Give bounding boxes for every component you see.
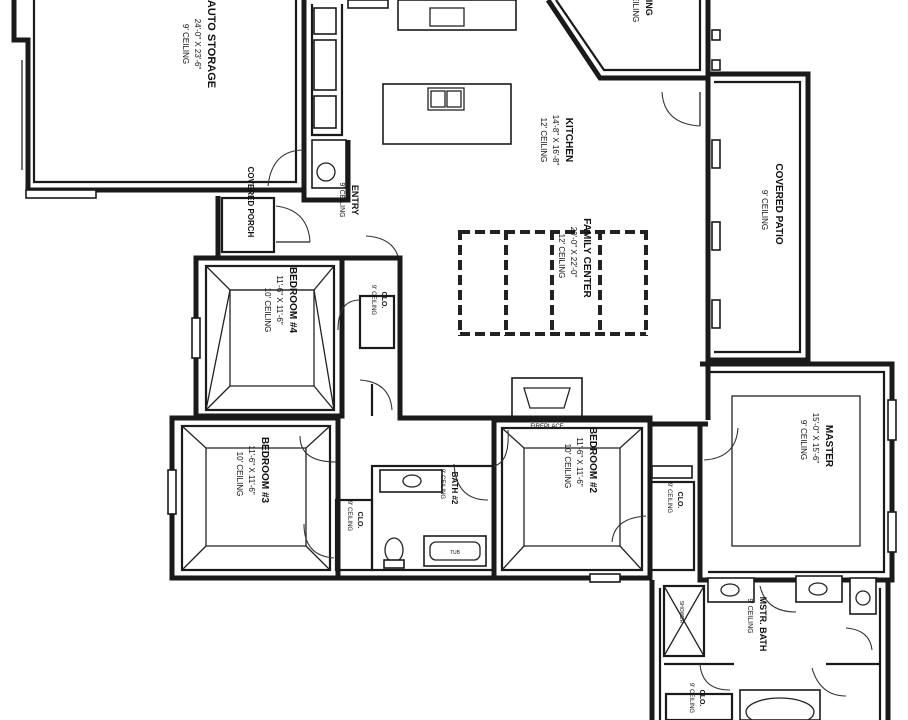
kitchen-size: 14'-8" X 16'-8" bbox=[551, 115, 560, 166]
bath-2-ceiling: 9' CEILING bbox=[439, 469, 445, 499]
auto-storage-ceiling: 9' CEILING bbox=[181, 24, 190, 64]
covered-patio-ceiling: 9' CEILING bbox=[760, 190, 769, 230]
closet-a-label: CLO. bbox=[380, 292, 387, 309]
master-ceiling: 9' CEILING bbox=[799, 420, 808, 460]
family-center-size: 20'-0" X 22'-0" bbox=[569, 227, 578, 278]
closet-d-ceiling: 9' CEILING bbox=[688, 683, 694, 713]
closet-b-label: CLO. bbox=[356, 512, 363, 529]
master-size: 15'-0" X 15'-6" bbox=[811, 413, 820, 464]
master-area: MASTER 15'-0" X 15'-6" 9' CEILING bbox=[697, 361, 897, 583]
bedroom-3-area: BEDROOM #3 11'-6" X 11'-6" 10' CEILING C… bbox=[167, 415, 374, 581]
covered-porch-label: COVERED PORCH bbox=[246, 167, 255, 238]
closet-c-ceiling: 9' CEILING bbox=[666, 483, 672, 513]
dining-ceiling: 12' CEILING bbox=[631, 0, 640, 22]
closet-c-label: CLO. bbox=[676, 492, 683, 509]
family-center-label: FAMILY CENTER bbox=[581, 218, 592, 298]
auto-storage-area: AUTO STORAGE 24'-0" X 23'-6" 9' CEILING bbox=[11, 0, 307, 199]
family-center-ceiling: 12' CEILING bbox=[557, 234, 566, 279]
bath-2-label: BATH #2 bbox=[450, 472, 459, 505]
master-bath-ceiling: 9' CEILING bbox=[746, 598, 753, 633]
master-label: MASTER bbox=[823, 425, 834, 468]
bedroom-4-size: 11'-6" X 11'-6" bbox=[275, 275, 284, 325]
bedroom-2-area: BEDROOM #2 11'-6" X 11'-6" 10' CEILING C… bbox=[491, 417, 696, 581]
bedroom-3-label: BEDROOM #3 bbox=[259, 437, 270, 504]
covered-porch-area: COVERED PORCH ENTRY 9' CEILING bbox=[215, 167, 360, 256]
bedroom-4-label: BEDROOM #4 bbox=[287, 267, 298, 334]
closet-a-ceiling: 9' CEILING bbox=[370, 285, 376, 315]
auto-storage-size: 24'-0" X 23'-6" bbox=[193, 19, 202, 70]
bath-2-area: TUB BATH #2 9' CEILING bbox=[370, 463, 496, 572]
kitchen-area: KITCHEN 14'-8" X 16'-8" 12' CEILING bbox=[267, 0, 574, 203]
tub-label: TUB bbox=[450, 550, 461, 556]
master-bath-area: SHOWER MSTR. BATH 9' CEILING CLO. 9' CEI… bbox=[649, 575, 891, 720]
bedroom-2-size: 11'-6" X 11'-6" bbox=[575, 437, 584, 487]
bedroom-3-ceiling: 10' CEILING bbox=[235, 452, 244, 497]
kitchen-label: KITCHEN bbox=[563, 118, 574, 162]
bedroom-2-label: BEDROOM #2 bbox=[587, 427, 598, 494]
bedroom-3-size: 11'-6" X 11'-6" bbox=[247, 445, 256, 495]
dining-area-partial: DINING 12' CEILING bbox=[545, 0, 721, 81]
entry-ceiling: 9' CEILING bbox=[338, 182, 345, 217]
bedroom-4-ceiling: 10' CEILING bbox=[263, 288, 272, 333]
family-center-area: FAMILY CENTER 20'-0" X 22'-0" 12' CEILIN… bbox=[458, 218, 648, 430]
bedroom-4-area: BEDROOM #4 11'-6" X 11'-6" 10' CEILING C… bbox=[191, 235, 401, 419]
master-bath-label: MSTR. BATH bbox=[758, 597, 768, 652]
covered-patio-label: COVERED PATIO bbox=[773, 163, 784, 245]
entry-label: ENTRY bbox=[350, 185, 360, 215]
bedroom-2-ceiling: 10' CEILING bbox=[563, 444, 572, 489]
shower-label: SHOWER bbox=[678, 601, 684, 624]
closet-b-ceiling: 9' CEILING bbox=[346, 501, 352, 531]
closet-d-label: CLO. bbox=[698, 690, 705, 707]
dining-label: DINING bbox=[644, 0, 654, 16]
covered-patio-area: COVERED PATIO 9' CEILING bbox=[661, 71, 811, 420]
kitchen-ceiling: 12' CEILING bbox=[539, 118, 548, 163]
auto-storage-label: AUTO STORAGE bbox=[205, 0, 217, 88]
